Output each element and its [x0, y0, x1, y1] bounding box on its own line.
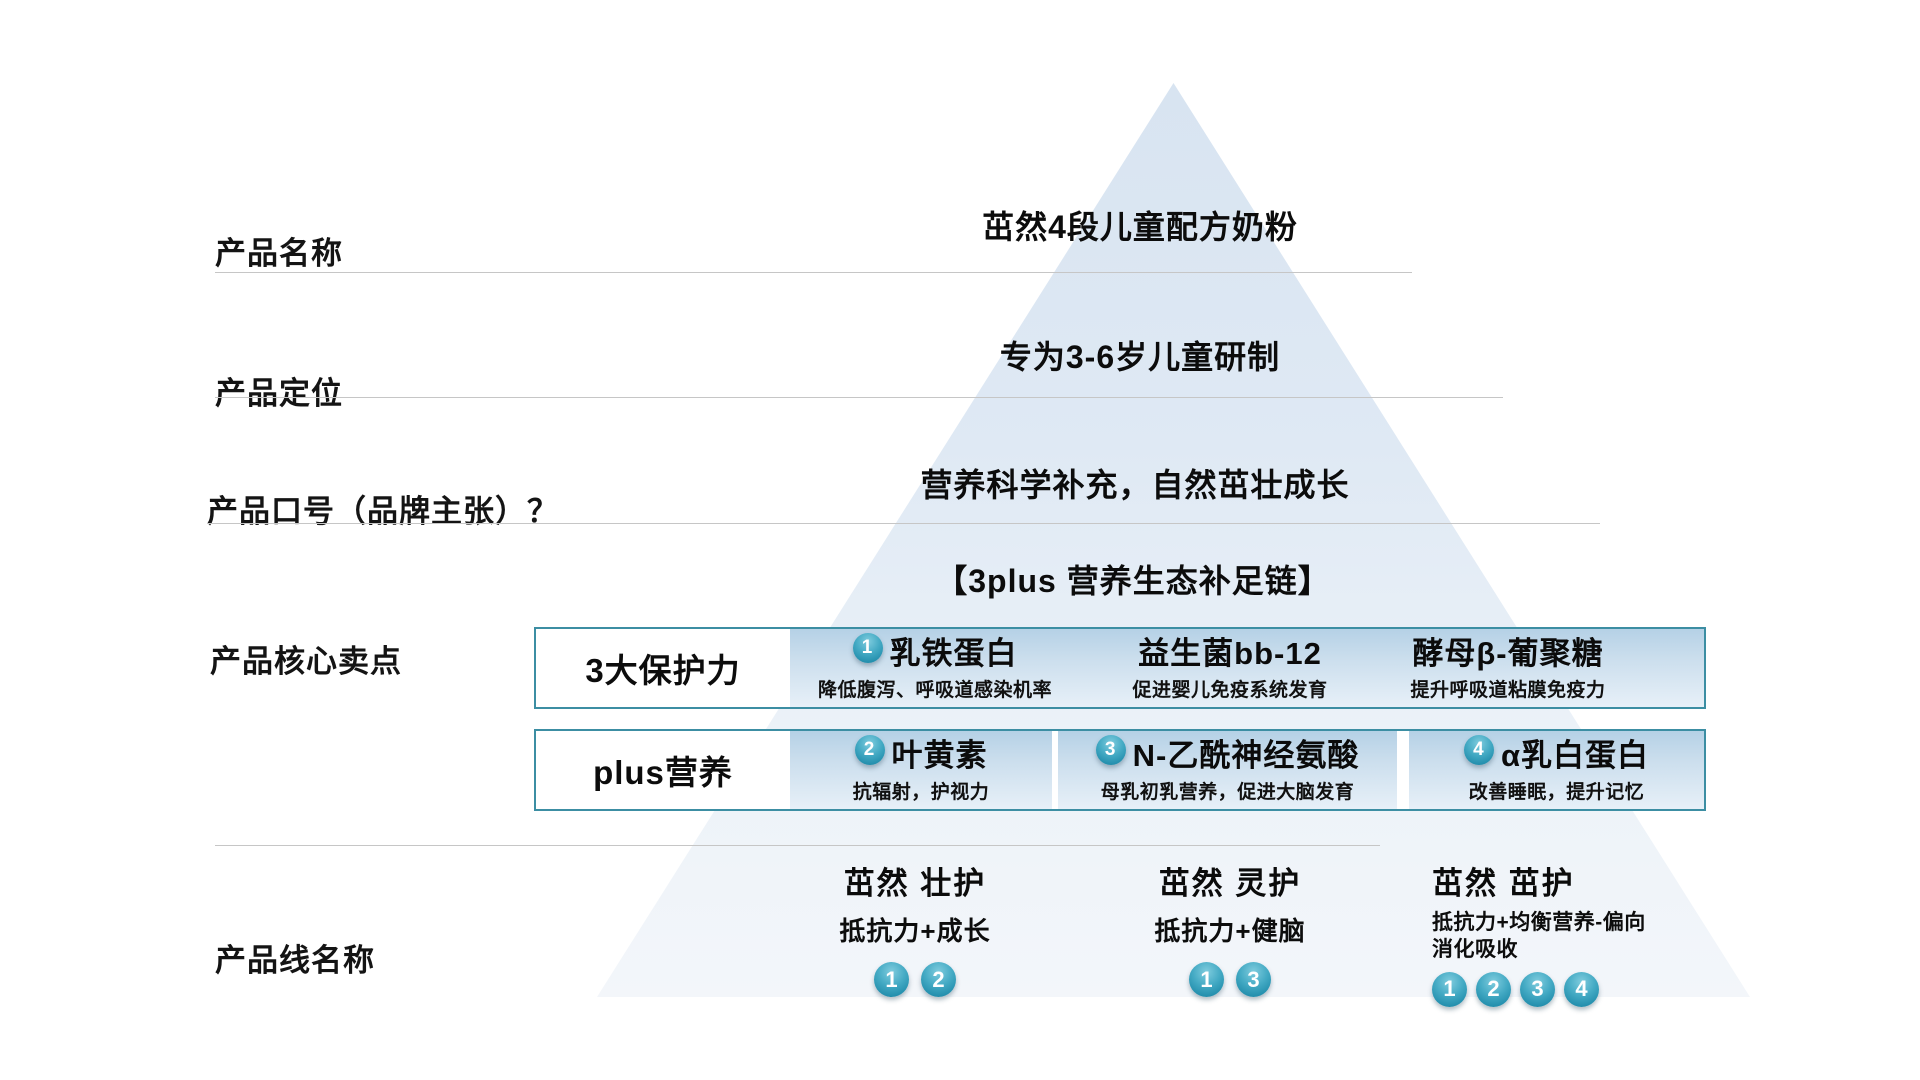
number-3-badge-icon: 3: [1236, 962, 1271, 997]
product-line-name: 茁然 壮护: [843, 866, 987, 901]
value-product-positioning: 专为3-6岁儿童研制: [999, 339, 1281, 375]
number-1-badge-icon: 1: [874, 962, 909, 997]
core-item-title: α乳白蛋白: [1500, 738, 1650, 774]
number-1-badge-icon: 1: [1432, 971, 1467, 1007]
value-product-slogan: 营养科学补充，自然茁壮成长: [920, 467, 1350, 503]
core-heading: 【3plus 营养生态补足链】: [935, 563, 1331, 599]
label-core-selling-points: 产品核心卖点: [210, 644, 402, 679]
core-item-desc: 抗辐射，护视力: [852, 781, 990, 803]
core-item-probiotic: 益生菌bb-12 促进婴儿免疫系统发育: [1080, 629, 1380, 707]
core-box-plus-label: plus营养: [536, 731, 790, 809]
core-box-plus-nutrition: plus营养 2 叶黄素 抗辐射，护视力 3 N-乙酰神经氨酸 母乳初乳营养，促…: [534, 729, 1706, 811]
value-product-name: 茁然4段儿童配方奶粉: [982, 209, 1298, 245]
product-line-linghu: 茁然 灵护 抵抗力+健脑 1 3: [1105, 858, 1355, 997]
number-3-badge-icon: 3: [1520, 971, 1555, 1007]
core-box-protection: 3大保护力 1 乳铁蛋白 降低腹泻、呼吸道感染机率 益生菌bb-12 促进婴儿免…: [534, 627, 1706, 709]
product-line-zhuanghu: 茁然 壮护 抵抗力+成长 1 2: [785, 858, 1045, 997]
core-item-desc: 提升呼吸道粘膜免疫力: [1410, 679, 1606, 701]
core-item-alpha-lactalbumin: 4 α乳白蛋白 改善睡眠，提升记忆: [1409, 731, 1704, 809]
number-4-badge-icon: 4: [1564, 971, 1599, 1007]
label-product-name: 产品名称: [215, 236, 343, 271]
number-4-badge-icon: 4: [1463, 735, 1494, 766]
product-line-desc: 抵抗力+均衡营养-偏向消化吸收: [1432, 911, 1646, 962]
core-box-plus-content: 2 叶黄素 抗辐射，护视力 3 N-乙酰神经氨酸 母乳初乳营养，促进大脑发育 4…: [790, 731, 1704, 809]
product-line-badges: 1 2: [785, 962, 1045, 997]
core-item-title: 酵母β-葡聚糖: [1412, 636, 1604, 672]
divider-line-2: [215, 397, 1503, 398]
number-3-badge-icon: 3: [1095, 735, 1126, 766]
core-item-title: N-乙酰神经氨酸: [1132, 738, 1360, 774]
segment-gap: [1052, 731, 1058, 809]
divider-line-1: [215, 272, 1412, 273]
core-item-sialic-acid: 3 N-乙酰神经氨酸 母乳初乳营养，促进大脑发育: [1058, 731, 1397, 809]
core-item-beta-glucan: 酵母β-葡聚糖 提升呼吸道粘膜免疫力: [1380, 629, 1636, 707]
core-item-title: 乳铁蛋白: [889, 636, 1018, 672]
core-box-protection-content: 1 乳铁蛋白 降低腹泻、呼吸道感染机率 益生菌bb-12 促进婴儿免疫系统发育 …: [790, 629, 1704, 707]
number-2-badge-icon: 2: [921, 962, 956, 997]
number-1-badge-icon: 1: [1189, 962, 1224, 997]
label-product-slogan: 产品口号（品牌主张）？: [207, 494, 559, 529]
product-line-desc: 抵抗力+健脑: [1154, 916, 1306, 946]
divider-line-4: [215, 845, 1380, 846]
divider-line-3: [207, 523, 1600, 524]
core-item-desc: 促进婴儿免疫系统发育: [1132, 679, 1328, 701]
product-line-desc: 抵抗力+成长: [839, 916, 991, 946]
product-line-badges: 1 2 3 4: [1432, 971, 1647, 1007]
core-item-title: 益生菌bb-12: [1138, 636, 1322, 672]
number-2-badge-icon: 2: [854, 735, 885, 766]
core-item-desc: 降低腹泻、呼吸道感染机率: [817, 679, 1052, 701]
core-item-desc: 母乳初乳营养，促进大脑发育: [1100, 781, 1355, 803]
product-line-name: 茁然 茁护: [1432, 866, 1575, 901]
product-line-badges: 1 3: [1105, 962, 1355, 997]
label-product-line-names: 产品线名称: [215, 943, 375, 978]
core-item-lactoferrin: 1 乳铁蛋白 降低腹泻、呼吸道感染机率: [790, 629, 1080, 707]
product-line-zhuohu: 茁然 茁护 抵抗力+均衡营养-偏向消化吸收 1 2 3 4: [1432, 858, 1647, 1007]
number-1-badge-icon: 1: [852, 633, 883, 664]
number-2-badge-icon: 2: [1476, 971, 1511, 1007]
core-item-lutein: 2 叶黄素 抗辐射，护视力: [790, 731, 1052, 809]
core-item-title: 叶黄素: [891, 738, 988, 774]
core-item-desc: 改善睡眠，提升记忆: [1468, 781, 1645, 803]
segment-gap: [1397, 731, 1409, 809]
label-product-positioning: 产品定位: [215, 376, 343, 411]
core-box-protection-label: 3大保护力: [536, 629, 790, 707]
product-line-name: 茁然 灵护: [1158, 866, 1302, 901]
